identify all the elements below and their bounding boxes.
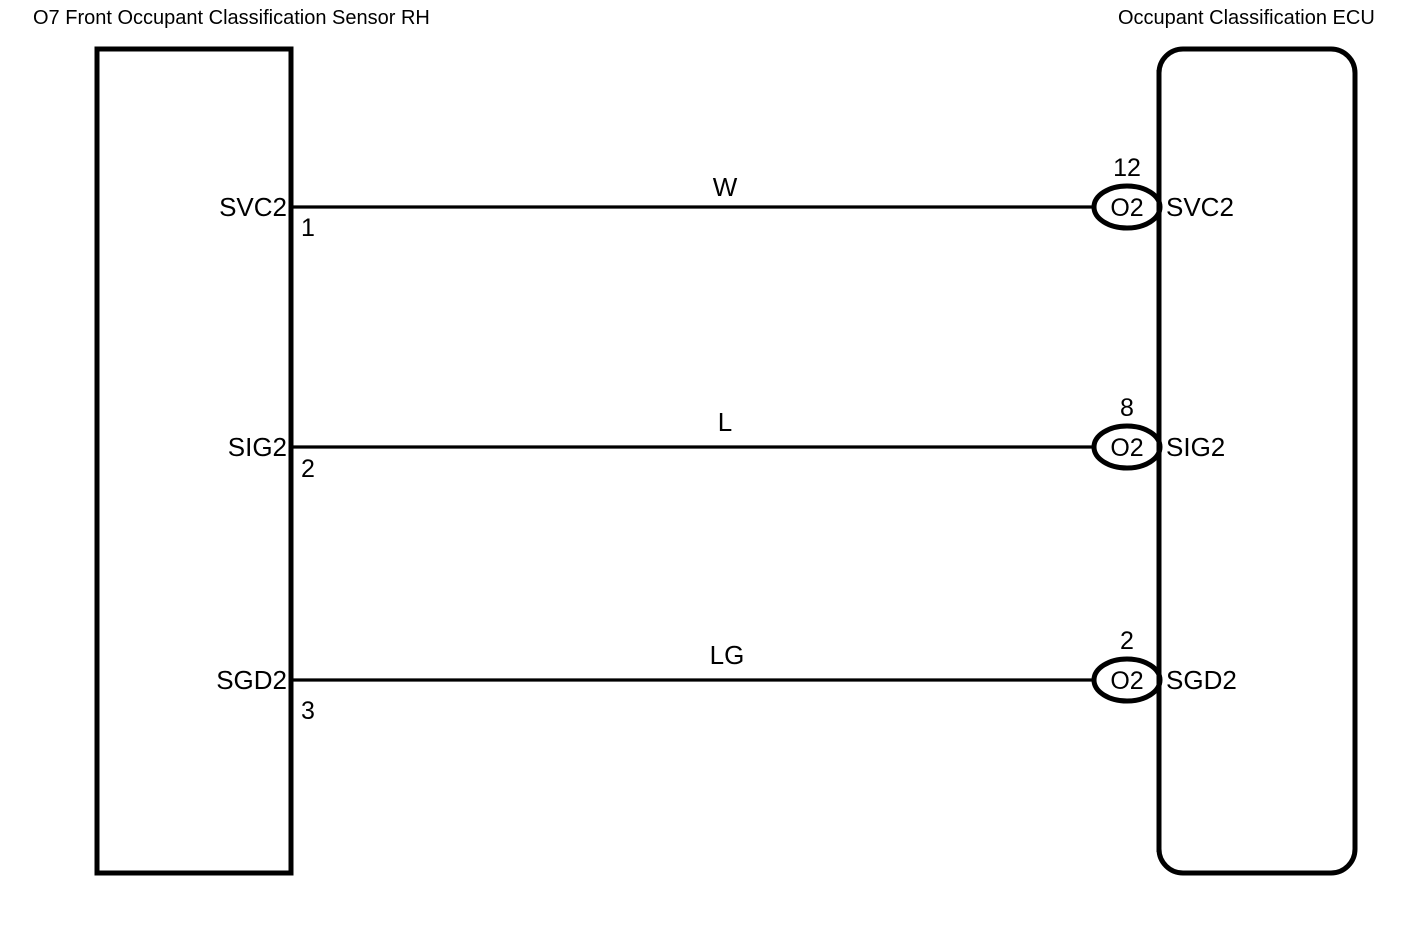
left-terminal-label-sgd2: SGD2 [216, 665, 287, 695]
left-pin-number-1: 1 [301, 214, 315, 242]
terminal-code-1: O2 [1110, 194, 1144, 222]
left-connector-box [94, 46, 294, 876]
terminal-code-2: O2 [1110, 434, 1144, 462]
wire-label-lg: LG [709, 640, 745, 670]
left-pin-number-3: 3 [301, 697, 315, 725]
wire-label-l: L [717, 407, 733, 437]
left-pin-number-2: 2 [301, 455, 315, 483]
left-terminal-label-svc2: SVC2 [219, 192, 287, 222]
left-terminal-label-sig2: SIG2 [227, 432, 287, 462]
right-terminal-label-sig2: SIG2 [1166, 432, 1226, 462]
right-pin-number-12: 12 [1113, 154, 1141, 182]
left-connector-title: O7 Front Occupant Classification Sensor … [33, 7, 430, 29]
wire-label-w: W [712, 172, 738, 202]
right-pin-number-2: 2 [1120, 627, 1134, 655]
right-terminal-label-sgd2: SGD2 [1166, 665, 1237, 695]
right-pin-number-8: 8 [1120, 394, 1134, 422]
terminal-code-3: O2 [1110, 667, 1144, 695]
right-terminal-label-svc2: SVC2 [1166, 192, 1234, 222]
right-connector-title: Occupant Classification ECU [1118, 7, 1375, 29]
